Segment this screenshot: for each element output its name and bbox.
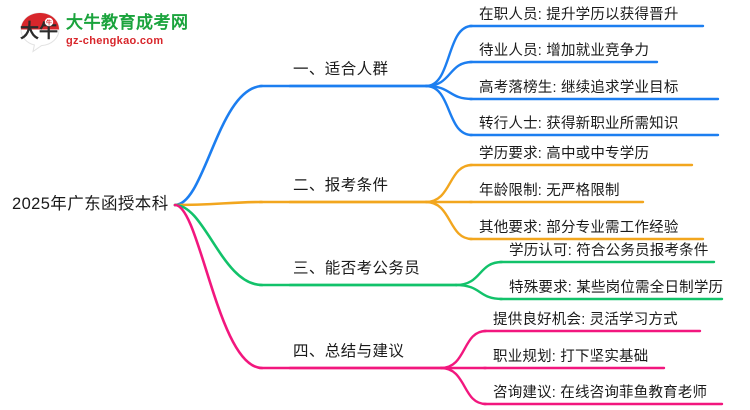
branch-label-4[interactable]: 四、总结与建议 [293, 343, 405, 360]
leaf-label-1-3[interactable]: 高考落榜生: 继续追求学业目标 [479, 80, 679, 96]
logo-emblem-icon: 大牛 牛 [20, 12, 60, 53]
logo-title: 大牛教育成考网 [66, 13, 189, 32]
svg-text:牛: 牛 [46, 19, 52, 27]
branch-label-2[interactable]: 二、报考条件 [293, 177, 389, 194]
leaf-label-2-2[interactable]: 年龄限制: 无严格限制 [479, 183, 620, 199]
branch-title-underlines [288, 84, 458, 370]
branch-label-1[interactable]: 一、适合人群 [293, 61, 389, 78]
leaf-label-1-2[interactable]: 待业人员: 增加就业竞争力 [479, 43, 650, 59]
leaf-label-4-3[interactable]: 咨询建议: 在线咨询菲鱼教育老师 [493, 385, 708, 401]
leaf-label-2-3[interactable]: 其他要求: 部分专业需工作经验 [479, 220, 679, 236]
leaf-label-1-4[interactable]: 转行人士: 获得新职业所需知识 [479, 116, 679, 132]
site-logo: 大牛 牛 大牛教育成考网 gz-chengkao.com [18, 8, 198, 56]
leaf-label-3-2[interactable]: 特殊要求: 某些岗位需全日制学历 [509, 280, 724, 296]
root-node-label[interactable]: 2025年广东函授本科 [12, 195, 169, 213]
logo-text: 大牛教育成考网 gz-chengkao.com [66, 12, 206, 49]
leaf-label-1-1[interactable]: 在职人员: 提升学历以获得晋升 [479, 7, 679, 23]
leaf-label-2-1[interactable]: 学历要求: 高中或中专学历 [479, 146, 650, 162]
branch-label-3[interactable]: 三、能否考公务员 [293, 260, 421, 277]
leaf-label-4-1[interactable]: 提供良好机会: 灵活学习方式 [493, 312, 678, 328]
leaf-label-3-1[interactable]: 学历认可: 符合公务员报考条件 [509, 243, 709, 259]
logo-subtitle: gz-chengkao.com [66, 35, 164, 47]
leaf-label-4-2[interactable]: 职业规划: 打下坚实基础 [493, 349, 649, 365]
